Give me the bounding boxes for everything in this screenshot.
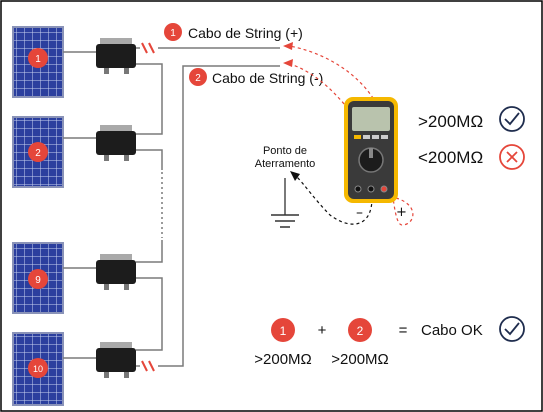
formula-check-icon	[499, 316, 525, 342]
formula-plus: +	[318, 322, 327, 339]
formula-value-1: >200MΩ	[254, 351, 312, 368]
multimeter-display	[352, 107, 390, 131]
x-circle-icon	[499, 144, 525, 170]
formula-value-2: >200MΩ	[331, 351, 389, 368]
cable-negative-number: 2	[195, 73, 201, 84]
solar-panel-1: 1	[12, 26, 64, 98]
formula-result: Cabo OK	[421, 322, 483, 339]
cable-positive-label: 1 Cabo de String (+)	[164, 23, 303, 41]
probe-positive-label: +	[396, 205, 407, 220]
string-wiring	[63, 47, 280, 367]
cable-negative-label: 2 Cabo de String (-)	[189, 68, 323, 86]
probe-negative-label: –	[356, 205, 363, 221]
test-lead-ground	[295, 175, 373, 225]
result-ok-label: >200MΩ	[418, 112, 483, 131]
formula-term-1: 1	[271, 318, 295, 342]
formula-term1-number: 1	[280, 324, 287, 338]
result-fail-label: <200MΩ	[418, 148, 483, 167]
solar-panel-2: 2	[12, 116, 64, 188]
cable-positive-number: 1	[170, 28, 176, 39]
panel-10-label: 10	[33, 364, 43, 374]
connector-negative	[141, 360, 155, 372]
ground-symbol	[271, 178, 299, 228]
junction-box-10	[96, 342, 136, 378]
cable-negative-text: Cabo de String (-)	[212, 70, 323, 86]
formula-term2-number: 2	[357, 324, 364, 338]
formula-term-2: 2	[348, 318, 372, 342]
panel-2-label: 2	[35, 148, 41, 159]
panel-1-label: 1	[35, 54, 41, 65]
arrow-ground-head	[290, 171, 300, 181]
arrow-positive-head	[283, 42, 293, 50]
junction-box-1	[96, 38, 136, 74]
multimeter	[344, 97, 398, 203]
panel-9-label: 9	[35, 275, 41, 286]
cable-positive-text: Cabo de String (+)	[188, 25, 303, 41]
connector-positive	[141, 42, 155, 54]
check-circle-icon	[499, 106, 525, 132]
ground-label-line2: Aterramento	[255, 158, 316, 170]
junction-box-9	[96, 254, 136, 290]
solar-panel-9: 9	[12, 242, 64, 314]
solar-panel-10: 10	[12, 332, 64, 406]
formula-equals: =	[399, 322, 408, 339]
junction-box-2	[96, 125, 136, 161]
arrow-negative-head	[283, 59, 293, 67]
ground-label-line1: Ponto de	[263, 145, 307, 157]
